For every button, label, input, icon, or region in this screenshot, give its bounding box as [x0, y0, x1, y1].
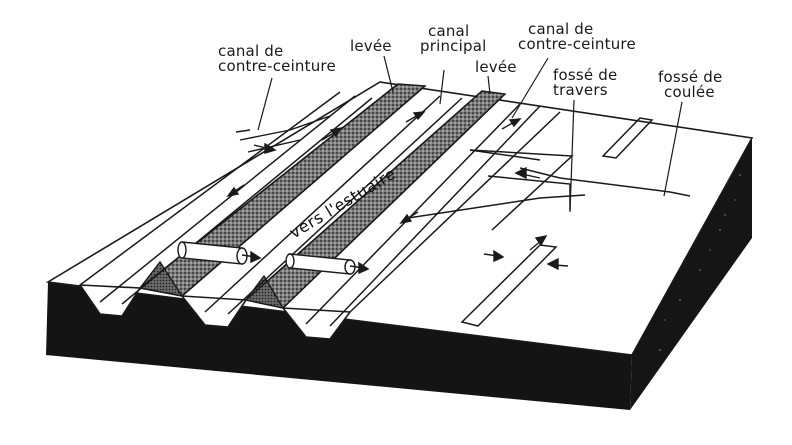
arrow-left-channel-up	[321, 126, 343, 141]
label-fosse-de-coulee: fossé de coulée	[658, 70, 722, 100]
arrow-right-channel-mid	[399, 211, 419, 225]
arrow-travers-left-in	[483, 249, 505, 263]
label-line: coulée	[664, 83, 715, 101]
label-line: canal de	[528, 20, 594, 38]
arrow-into-field-ditch	[514, 166, 541, 180]
label-line: principal	[420, 37, 487, 55]
label-line: levée	[475, 58, 517, 76]
label-line: canal	[428, 22, 470, 40]
label-line: fossé de	[658, 68, 723, 86]
label-line: contre-ceinture	[218, 57, 336, 75]
arrow-culvert-left	[241, 250, 262, 264]
arrow-right-channel-top	[501, 118, 522, 130]
label-line: contre-ceinture	[518, 35, 636, 53]
leader-levee-right	[487, 75, 491, 95]
label-fosse-de-travers: fossé de travers	[553, 68, 617, 98]
leader-levee-left	[383, 55, 394, 93]
leader-canal-contre-ceinture-left	[257, 77, 273, 131]
leader-fosse-de-coulee	[663, 101, 683, 197]
label-levee-left: levée	[350, 39, 392, 54]
label-canal-contre-ceinture-left: canal de contre-ceinture	[218, 44, 336, 74]
leader-canal-contre-ceinture-right	[511, 57, 549, 119]
arrow-left-channel-down	[226, 184, 245, 198]
block-front-face	[46, 138, 752, 410]
label-line: levée	[350, 37, 392, 55]
label-line: fossé de	[553, 66, 618, 84]
flow-arrows	[226, 111, 569, 275]
label-line: canal de	[218, 42, 284, 60]
culvert-right	[285, 253, 356, 275]
lateral-ditch-left	[235, 115, 331, 153]
channel-edges	[79, 83, 561, 327]
label-canal-contre-ceinture-right: canal de contre-ceinture	[518, 22, 636, 52]
arrow-culvert-right	[349, 261, 370, 275]
culvert-left	[177, 241, 248, 265]
front-channel-notches	[79, 284, 351, 340]
label-leaders	[257, 55, 683, 213]
label-line: travers	[553, 81, 608, 99]
leader-canal-principal	[439, 69, 445, 105]
label-levee-right: levée	[475, 60, 517, 75]
leader-fosse-de-travers	[569, 99, 575, 213]
arrow-main-canal	[405, 111, 426, 123]
arrow-travers-up	[529, 235, 548, 251]
label-canal-principal: canal principal	[420, 24, 486, 54]
arrow-left-culvert	[253, 142, 277, 154]
arrow-travers-right-in	[546, 257, 569, 271]
